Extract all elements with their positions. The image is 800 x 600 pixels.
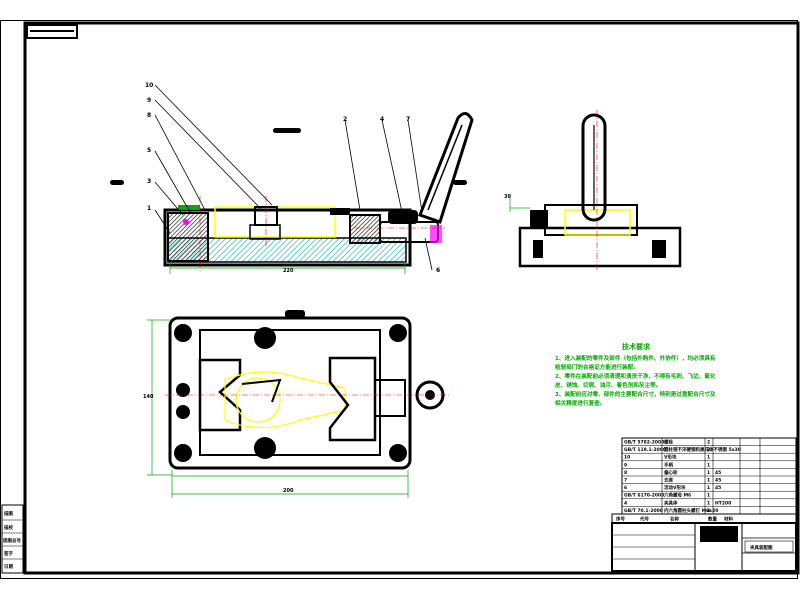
- bom-cell-qty: 1: [707, 478, 710, 484]
- bom-cell-qty: 1: [707, 462, 710, 468]
- bom-cell-code: GB/T 6170-2000: [624, 493, 664, 499]
- tech-req-line-6: 相关精度进行复查。: [555, 399, 605, 407]
- bom-cell-code: 9: [624, 462, 627, 468]
- dim-plan-height: 140: [143, 394, 154, 400]
- bom-cell-name: 手柄: [664, 461, 673, 468]
- bom-cell-qty: 1: [707, 470, 710, 476]
- bom-cell-name: 圆柱销不淬硬钢和奥氏体不锈钢 5x30: [664, 446, 741, 453]
- bom-cell-mat: 45: [715, 478, 721, 484]
- side-table-cell-5: 日期: [4, 563, 13, 570]
- bom-cell-code: 7: [624, 478, 627, 484]
- bom-cell-qty: 1: [707, 500, 710, 506]
- tech-req-line-3: 2、零件在装配前必须清理和清洗干净，不得有毛刺、飞边、氧化: [555, 372, 716, 380]
- bom-cell-name: 偏心轮: [664, 469, 678, 476]
- bom-cell-name: 六角螺母 M6: [664, 492, 691, 499]
- bom-header-cell: 代号: [639, 516, 649, 523]
- dim-front-length: 220: [283, 268, 294, 274]
- callout-1: 1: [147, 205, 151, 212]
- tech-req-line-4: 皮、锈蚀、切屑、油污、着色剂和灰尘等。: [554, 381, 661, 389]
- tech-req-heading: 技术要求: [622, 342, 651, 351]
- bom-cell-mat: 45: [715, 485, 721, 491]
- tech-req-line-2: 检验部门的合格证方能进行装配。: [555, 363, 639, 371]
- side-stamp-table: 描图 描校 底图总号 签字 日期: [1, 504, 24, 574]
- callout-5: 5: [147, 147, 151, 154]
- bom-header-cell: 数量: [708, 516, 717, 523]
- bom-cell-code: 10: [624, 455, 630, 461]
- bom-cell-code: GB/T 119.1-2000: [624, 447, 666, 453]
- side-view: 30: [504, 110, 682, 270]
- bom-cell-name: 内六角圆柱头螺钉 M6x20: [664, 507, 718, 514]
- bom-header-cell: 序号: [615, 516, 625, 523]
- callout-9: 9: [147, 97, 151, 104]
- dim-side-offset: 30: [504, 194, 511, 200]
- technical-requirements: 技术要求 1、进入装配的零件及部件（包括外购件、外协件），均必须具有 检验部门的…: [554, 342, 716, 407]
- tech-req-line-1: 1、进入装配的零件及部件（包括外购件、外协件），均必须具有: [555, 354, 716, 362]
- bom-header-cell: 材料: [724, 516, 733, 523]
- title-block: 夹具装配图: [611, 522, 797, 572]
- drawing-number-box: [26, 24, 78, 39]
- side-table-cell-3: 底图总号: [3, 537, 21, 544]
- bom-cell-name: 活动V形块: [664, 484, 686, 491]
- bom-cell-code: 6: [624, 485, 627, 491]
- bom-cell-code: 8: [624, 470, 627, 476]
- bom-cell-name: 夹具体: [664, 499, 678, 506]
- inner-frame: [23, 21, 800, 575]
- callout-6: 6: [436, 267, 440, 274]
- bom-cell-qty: 4: [707, 508, 710, 514]
- callout-8: 8: [147, 112, 151, 119]
- tech-req-line-5: 3、装配前应对零、部件的主要配合尺寸，特别是过盈配合尺寸及: [555, 390, 716, 398]
- callout-2: 2: [343, 116, 347, 123]
- callout-7: 7: [406, 116, 410, 123]
- plan-view: 200 140: [143, 310, 450, 498]
- bom-cell-name: V形块: [664, 454, 677, 461]
- bom-cell-qty: 1: [707, 493, 710, 499]
- bom-cell-qty: 2: [707, 447, 710, 453]
- drawing-title: 夹具装配图: [750, 544, 773, 551]
- front-view: 1 3 5 8 9 10 2 4 7 6 220: [110, 82, 474, 274]
- side-table-cell-4: 签字: [3, 550, 13, 557]
- bom-cell-code: GB/T 70.1-2000: [624, 508, 663, 514]
- bom-cell-qty: 1: [707, 485, 710, 491]
- bom-cell-mat: HT200: [715, 500, 731, 506]
- bom-cell-code: GB/T 5782-2000: [624, 440, 664, 446]
- bom-cell-qty: 1: [707, 455, 710, 461]
- bom-cell-mat: 45: [715, 470, 721, 476]
- side-table-cell-1: 描图: [4, 510, 13, 517]
- callout-4: 4: [380, 116, 384, 123]
- bom-cell-name: 螺栓: [664, 439, 673, 446]
- side-table-cell-2: 描校: [4, 524, 13, 531]
- callout-3: 3: [147, 178, 151, 185]
- bom-cell-code: 4: [624, 500, 627, 506]
- dim-plan-length: 200: [283, 488, 294, 494]
- bom-cell-qty: 2: [707, 440, 710, 446]
- callout-10: 10: [145, 82, 153, 89]
- bom-cell-name: 支座: [664, 477, 673, 484]
- bom-header-cell: 名称: [670, 516, 679, 523]
